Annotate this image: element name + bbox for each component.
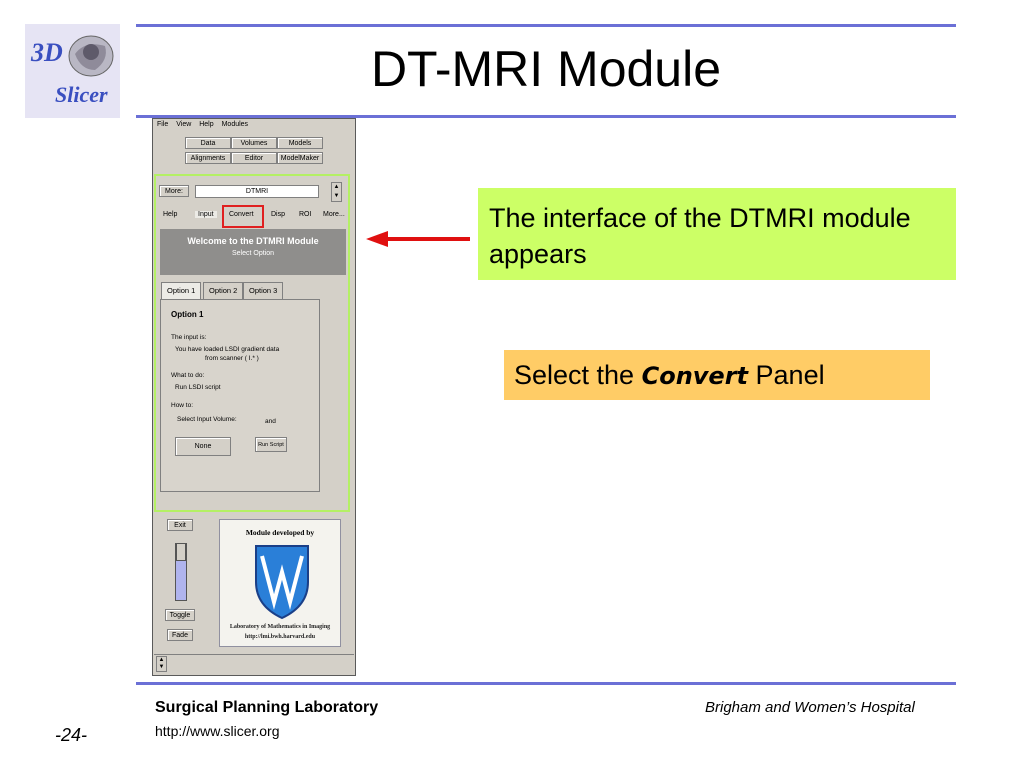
- menu-help[interactable]: Help: [199, 121, 214, 128]
- tab-more[interactable]: More...: [323, 211, 345, 218]
- developed-by-text: Module developed by: [245, 528, 315, 537]
- footer-rule: [136, 682, 956, 685]
- module-spinner[interactable]: ▲▼: [331, 182, 342, 202]
- slicer-app-window: File View Help Modules Data Volumes Mode…: [152, 118, 356, 676]
- lmi-name-text: Laboratory of Mathematics in Imaging: [229, 624, 331, 630]
- welcome-subtitle: Select Option: [231, 250, 275, 257]
- menu-bar: File View Help Modules: [157, 121, 254, 128]
- pointer-arrow-icon: [366, 231, 470, 247]
- status-bar: [154, 654, 354, 675]
- slider-handle[interactable]: [176, 543, 186, 561]
- lmi-url-text: http://lmi.bwh.harvard.edu: [244, 634, 316, 640]
- tab-roi[interactable]: ROI: [299, 211, 312, 218]
- and-label: and: [265, 418, 276, 425]
- todo-value: Run LSDI script: [175, 384, 221, 391]
- footer-lab-name: Surgical Planning Laboratory: [155, 699, 379, 716]
- menu-modules[interactable]: Modules: [221, 121, 249, 128]
- option-heading: Option 1: [171, 310, 204, 319]
- tab-disp[interactable]: Disp: [271, 211, 286, 218]
- toggle-button[interactable]: Toggle: [165, 609, 195, 621]
- todo-label: What to do:: [171, 372, 205, 379]
- logo-slicer-text: Slicer: [55, 82, 108, 107]
- select-volume-label: Select Input Volume:: [177, 416, 237, 423]
- data-button[interactable]: Data: [185, 137, 231, 149]
- slicer-logo: 3D Slicer: [25, 24, 120, 118]
- option-tab-2[interactable]: Option 2: [203, 282, 244, 299]
- alignments-button[interactable]: Alignments: [185, 152, 231, 164]
- title-rule: [136, 115, 956, 118]
- input-label: The input is:: [171, 334, 207, 341]
- callout-select-suffix: Panel: [755, 360, 825, 390]
- exit-button[interactable]: Exit: [167, 519, 193, 531]
- brain-icon: [68, 35, 114, 77]
- input-line-1: You have loaded LSDI gradient data: [175, 346, 280, 353]
- option-tab-3[interactable]: Option 3: [243, 282, 284, 299]
- footer-hospital: Brigham and Women’s Hospital: [705, 699, 915, 716]
- lmi-shield-icon: [255, 545, 309, 620]
- tab-input[interactable]: Input: [195, 211, 217, 218]
- logo-3d-text: 3D: [31, 38, 63, 67]
- models-button[interactable]: Models: [277, 137, 323, 149]
- page-number: -24-: [55, 725, 88, 745]
- select-convert-callout: Select the Convert Panel: [504, 350, 930, 400]
- more-modules-button[interactable]: More:: [159, 185, 189, 197]
- tab-help[interactable]: Help: [163, 211, 178, 218]
- option-panel: Option 1 The input is: You have loaded L…: [160, 299, 320, 492]
- input-line-2: from scanner ( I.* ): [205, 355, 259, 362]
- top-rule: [136, 24, 956, 27]
- module-name-field[interactable]: DTMRI: [195, 185, 319, 198]
- welcome-title: Welcome to the DTMRI Module: [187, 236, 319, 246]
- status-spinner[interactable]: ▲▼: [156, 656, 167, 672]
- fade-button[interactable]: Fade: [167, 629, 193, 641]
- modelmaker-button[interactable]: ModelMaker: [277, 152, 323, 164]
- editor-button[interactable]: Editor: [231, 152, 277, 164]
- lmi-credit-panel: Module developed by Laboratory of Mathem…: [219, 519, 341, 647]
- interface-callout: The interface of the DTMRI module appear…: [478, 188, 956, 280]
- option-tab-1[interactable]: Option 1: [161, 282, 202, 299]
- menu-view[interactable]: View: [176, 121, 192, 128]
- tab-convert[interactable]: Convert: [229, 211, 254, 218]
- howto-label: How to:: [171, 402, 194, 409]
- callout-select-prefix: Select the: [514, 360, 635, 390]
- slide-title: DT-MRI Module: [370, 41, 722, 97]
- run-script-button[interactable]: Run Script: [255, 437, 287, 452]
- convert-tab-highlight: [222, 205, 264, 228]
- footer-url[interactable]: http://www.slicer.org: [155, 723, 280, 739]
- menu-file[interactable]: File: [157, 121, 169, 128]
- none-volume-button[interactable]: None: [175, 437, 231, 456]
- welcome-banner: Welcome to the DTMRI Module Select Optio…: [160, 229, 346, 275]
- callout-select-bold: Convert: [641, 362, 749, 390]
- volumes-button[interactable]: Volumes: [231, 137, 277, 149]
